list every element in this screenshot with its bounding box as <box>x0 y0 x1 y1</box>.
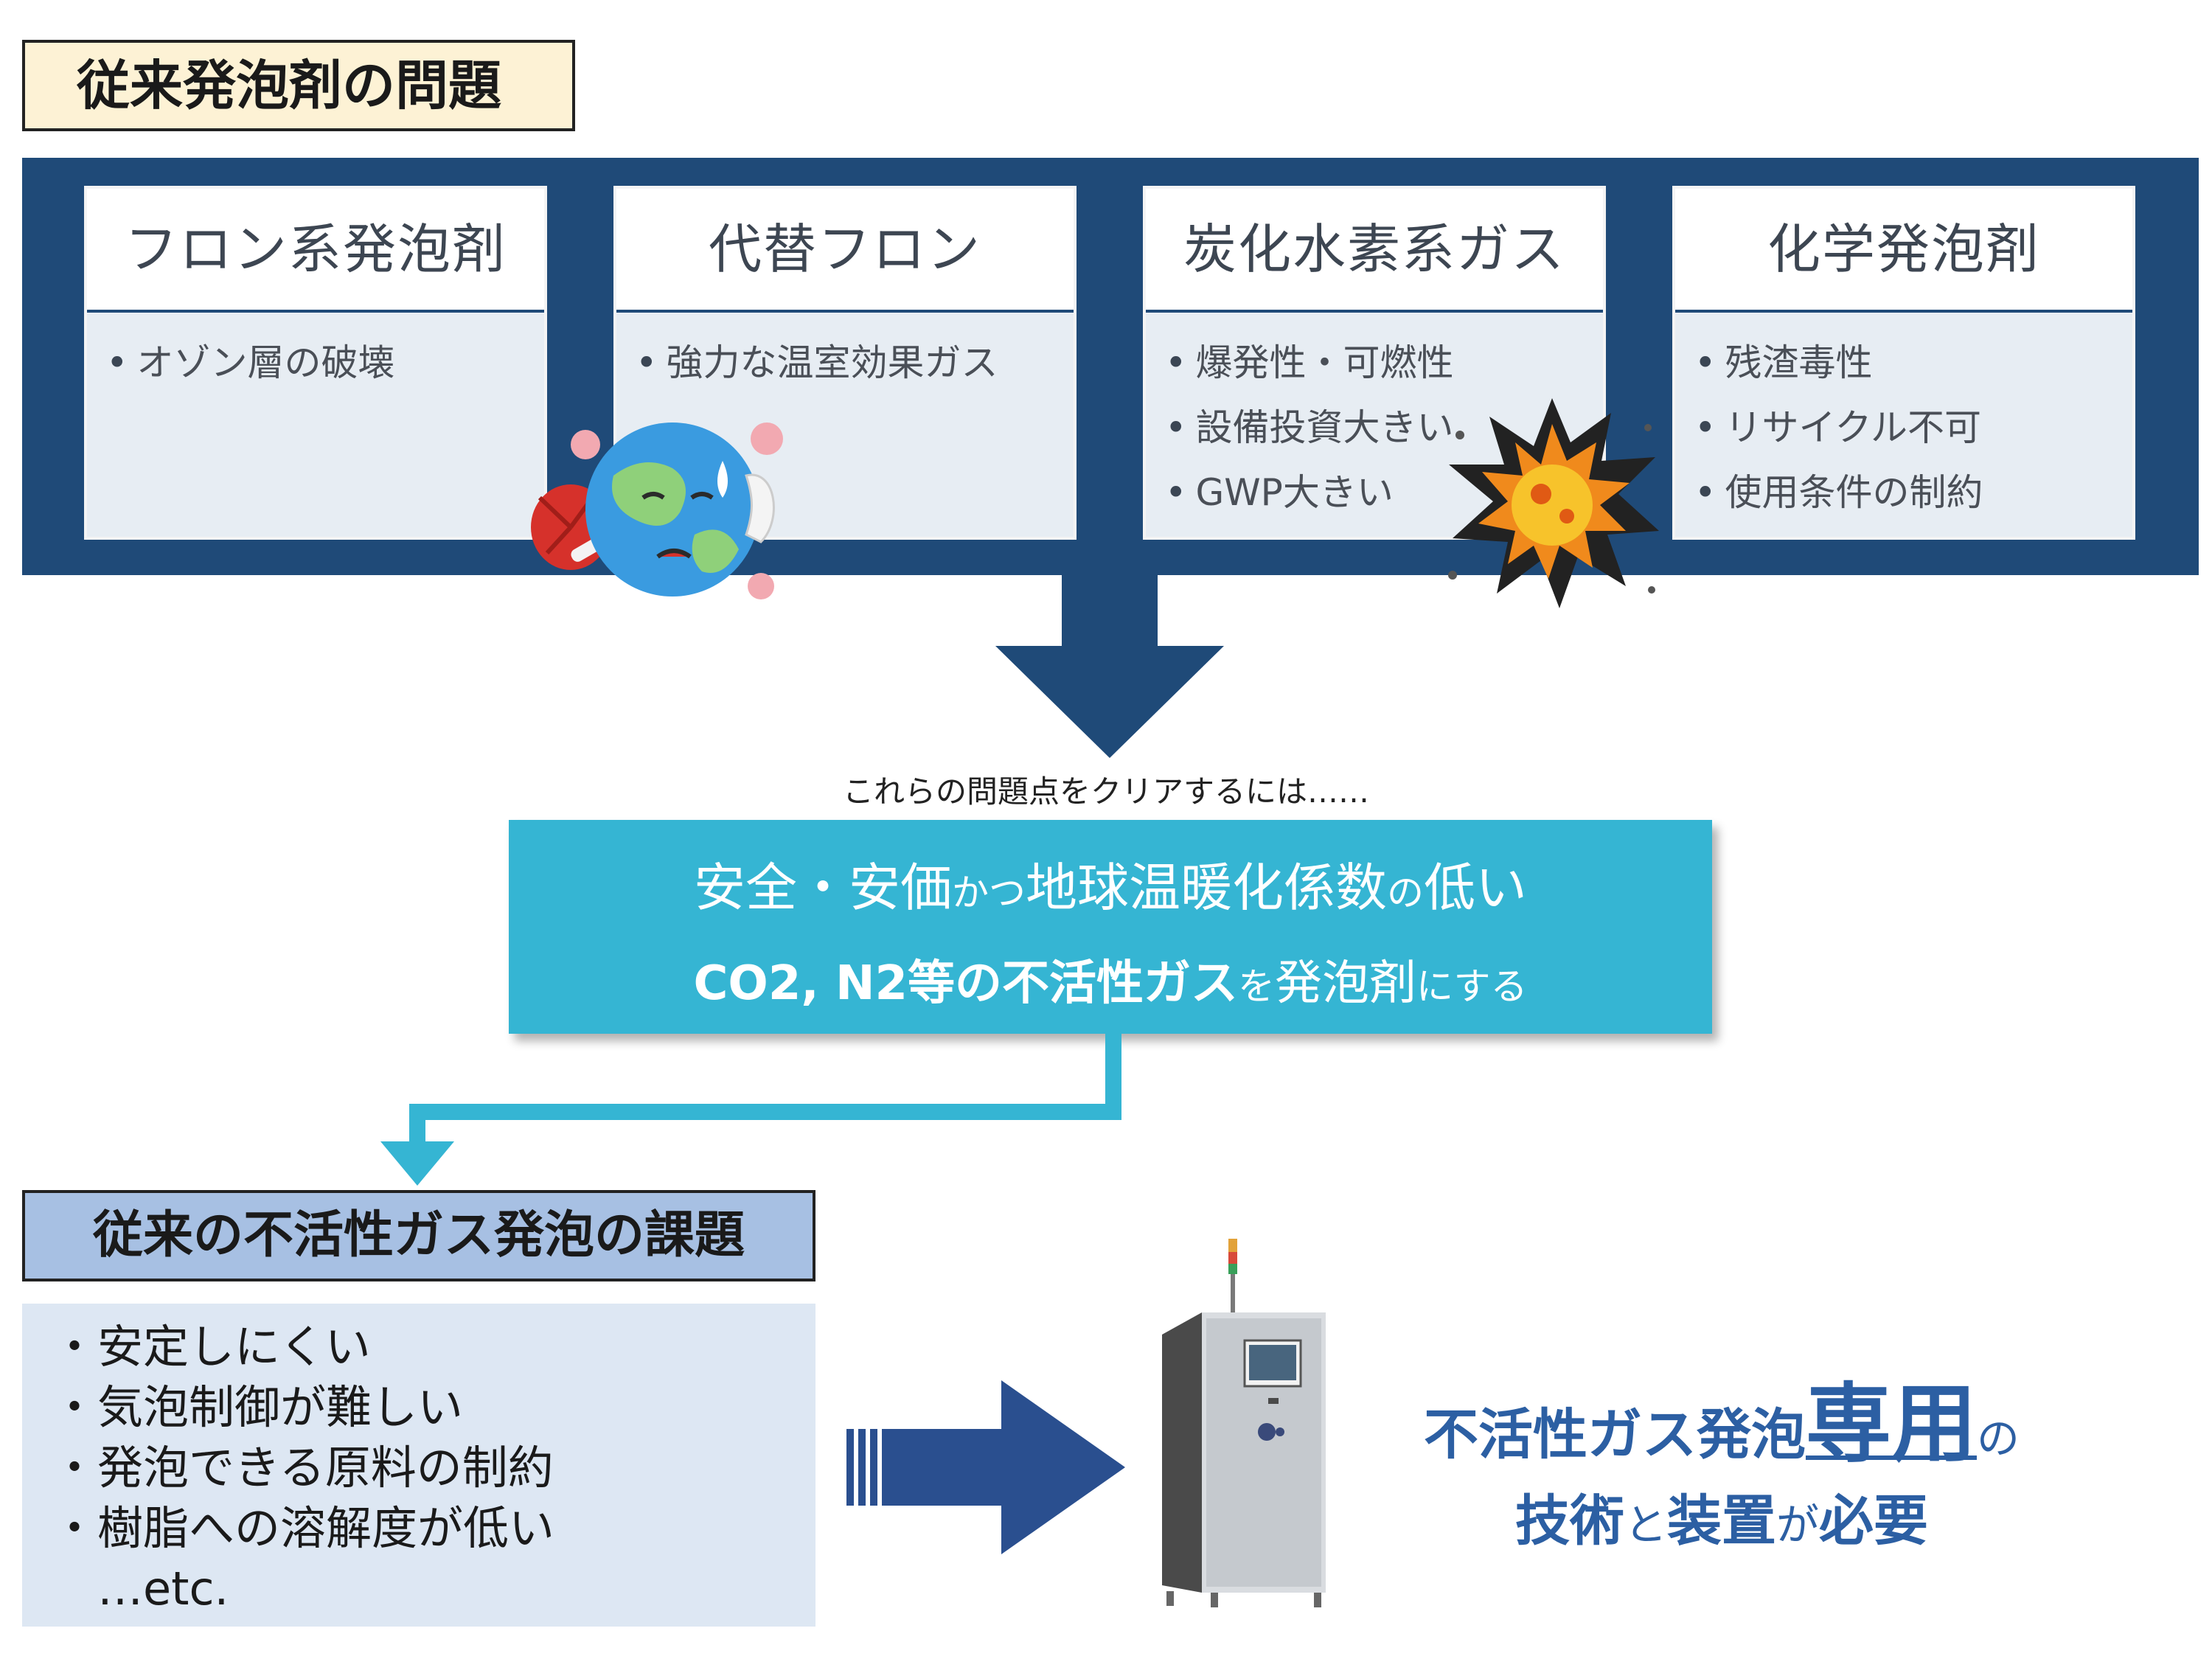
card-list: 強力な温室効果ガス <box>616 313 1074 395</box>
issue-item: ・樹脂への溶解度が低い <box>52 1501 555 1555</box>
conclusion-text: 不活性ガス発泡 <box>1423 1403 1806 1467</box>
solution-text: にする <box>1416 965 1528 1008</box>
issue-item: …etc. <box>52 1562 229 1615</box>
card-title: 化学発泡剤 <box>1675 189 2132 313</box>
conclusion-text: 技術 <box>1514 1489 1624 1553</box>
card-alternative-fluorocarbon: 代替フロン 強力な温室効果ガス <box>613 186 1077 540</box>
conclusion-emphasis: 専用 <box>1805 1374 1977 1474</box>
conclusion-text: 装置 <box>1667 1489 1776 1553</box>
sweating-earth-icon <box>531 422 783 599</box>
solution-text: かつ <box>952 872 1026 914</box>
card-item: オゾン層の破壊 <box>106 330 544 395</box>
issues-title: 従来の不活性ガス発泡の課題 <box>22 1190 815 1281</box>
card-item: リサイクル不可 <box>1694 395 2132 460</box>
conclusion-text: と <box>1624 1500 1667 1550</box>
right-arrow <box>846 1380 1125 1554</box>
solution-text: 発泡剤 <box>1275 956 1417 1011</box>
card-chemical: 化学発泡剤 残渣毒性 リサイクル不可 使用条件の制約 <box>1672 186 2135 540</box>
section-title: 従来発泡剤の問題 <box>22 40 575 131</box>
solution-text: 安全・安価 <box>694 858 952 918</box>
machine-illustration <box>1162 1239 1326 1607</box>
card-item: 残渣毒性 <box>1694 330 2132 395</box>
solution-text: CO2, N2等の不活性ガス <box>693 956 1239 1011</box>
elbow-connector <box>380 1032 1121 1186</box>
card-fluorocarbon: フロン系発泡剤 オゾン層の破壊 <box>84 186 547 540</box>
card-item: 設備投資大きい <box>1165 395 1603 460</box>
down-arrow <box>995 574 1224 758</box>
solution-text: を <box>1238 965 1276 1008</box>
solution-box: 安全・安価かつ地球温暖化係数の低い CO2, N2等の不活性ガスを発泡剤にする <box>509 820 1712 1034</box>
card-list: 爆発性・可燃性 設備投資大きい GWP大きい <box>1146 313 1603 525</box>
conclusion-line-1: 不活性ガス発泡専用の <box>1312 1379 2131 1484</box>
solution-text: 地球温暖化係数 <box>1026 858 1387 918</box>
conclusion-text: が <box>1776 1500 1820 1550</box>
issue-item: ・発泡できる原料の制約 <box>52 1441 554 1495</box>
card-hydrocarbon: 炭化水素系ガス 爆発性・可燃性 設備投資大きい GWP大きい <box>1143 186 1606 540</box>
conclusion-text: の <box>1976 1413 2020 1464</box>
solution-text: の <box>1387 872 1424 914</box>
card-title: フロン系発泡剤 <box>87 189 544 313</box>
card-item: 爆発性・可燃性 <box>1165 330 1603 395</box>
card-item: GWP大きい <box>1165 460 1603 525</box>
card-title: 炭化水素系ガス <box>1146 189 1603 313</box>
card-item: 強力な温室効果ガス <box>636 330 1074 395</box>
issue-item: ・安定しにくい <box>52 1320 371 1374</box>
card-title: 代替フロン <box>616 189 1074 313</box>
solution-text: 低い <box>1424 858 1527 918</box>
card-list: 残渣毒性 リサイクル不可 使用条件の制約 <box>1675 313 2132 525</box>
solution-line-1: 安全・安価かつ地球温暖化係数の低い <box>509 852 1712 928</box>
card-item: 使用条件の制約 <box>1694 460 2132 525</box>
card-list: オゾン層の破壊 <box>87 313 544 395</box>
conclusion-text: 必要 <box>1819 1489 1929 1553</box>
conclusion: 不活性ガス発泡専用の 技術と装置が必要 <box>1312 1379 2131 1562</box>
issue-item: ・気泡制御が難しい <box>52 1380 464 1434</box>
solution-line-2: CO2, N2等の不活性ガスを発泡剤にする <box>509 950 1712 1020</box>
explosion-icon <box>1448 398 1659 608</box>
conclusion-line-2: 技術と装置が必要 <box>1312 1484 2131 1562</box>
caption: これらの問題点をクリアするには…… <box>842 773 1369 810</box>
issues-list: ・安定しにくい ・気泡制御が難しい ・発泡できる原料の制約 ・樹脂への溶解度が低… <box>22 1304 815 1627</box>
